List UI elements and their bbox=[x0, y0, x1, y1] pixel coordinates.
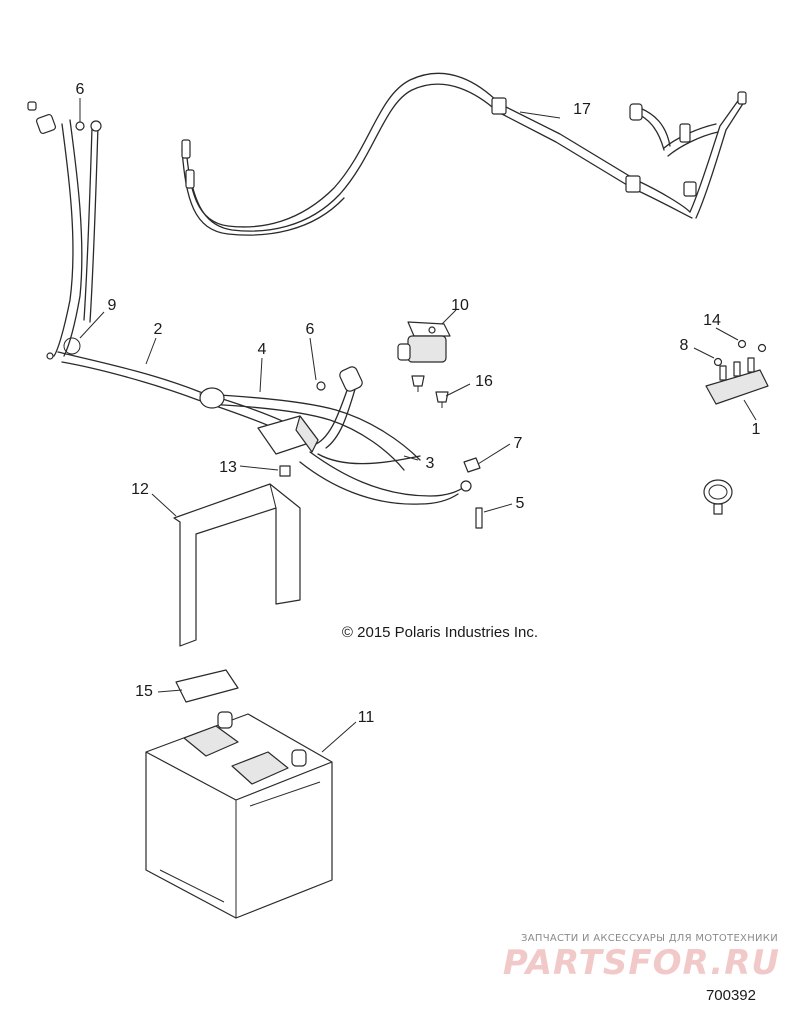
callout-6b: 6 bbox=[306, 321, 315, 338]
callout-5: 5 bbox=[516, 495, 525, 512]
callout-7: 7 bbox=[514, 435, 523, 452]
callout-10: 10 bbox=[451, 297, 469, 314]
diagram-id: 700392 bbox=[706, 987, 756, 1004]
callout-12: 12 bbox=[131, 481, 149, 498]
callout-8: 8 bbox=[680, 337, 689, 354]
watermark-tagline: ЗАПЧАСТИ И АКСЕССУАРЫ ДЛЯ МОТОТЕХНИКИ bbox=[521, 933, 778, 944]
callout-9: 9 bbox=[108, 297, 117, 314]
copyright-notice: © 2015 Polaris Industries Inc. bbox=[342, 624, 538, 641]
callout-2: 2 bbox=[154, 321, 163, 338]
battery-cable-harness-17 bbox=[181, 72, 747, 236]
solenoid-10 bbox=[397, 321, 451, 363]
watermark: ЗАПЧАСТИ И АКСЕССУАРЫ ДЛЯ МОТОТЕХНИКИ PA… bbox=[503, 933, 780, 983]
callout-11: 11 bbox=[358, 709, 375, 726]
callout-16: 16 bbox=[475, 373, 493, 390]
wire-harness-2 bbox=[27, 101, 472, 505]
callouts: 6 17 9 2 4 6 10 14 8 16 1 13 3 7 12 5 15… bbox=[76, 81, 761, 726]
fasteners bbox=[75, 121, 483, 529]
callout-3: 3 bbox=[426, 455, 435, 472]
callout-13: 13 bbox=[219, 459, 237, 476]
battery-cable-3 bbox=[315, 366, 421, 465]
terminal-block-1 bbox=[703, 339, 769, 515]
callout-17: 17 bbox=[573, 101, 591, 118]
callout-15: 15 bbox=[135, 683, 153, 700]
callout-1: 1 bbox=[752, 421, 761, 438]
pad-15 bbox=[175, 669, 239, 703]
battery-bracket-12 bbox=[173, 483, 301, 647]
callout-6a: 6 bbox=[76, 81, 85, 98]
callout-14: 14 bbox=[703, 312, 721, 329]
callout-4: 4 bbox=[258, 341, 267, 358]
leader-lines bbox=[79, 98, 757, 753]
watermark-brand: PARTSFOR.RU bbox=[503, 943, 780, 983]
battery-11 bbox=[145, 711, 333, 919]
